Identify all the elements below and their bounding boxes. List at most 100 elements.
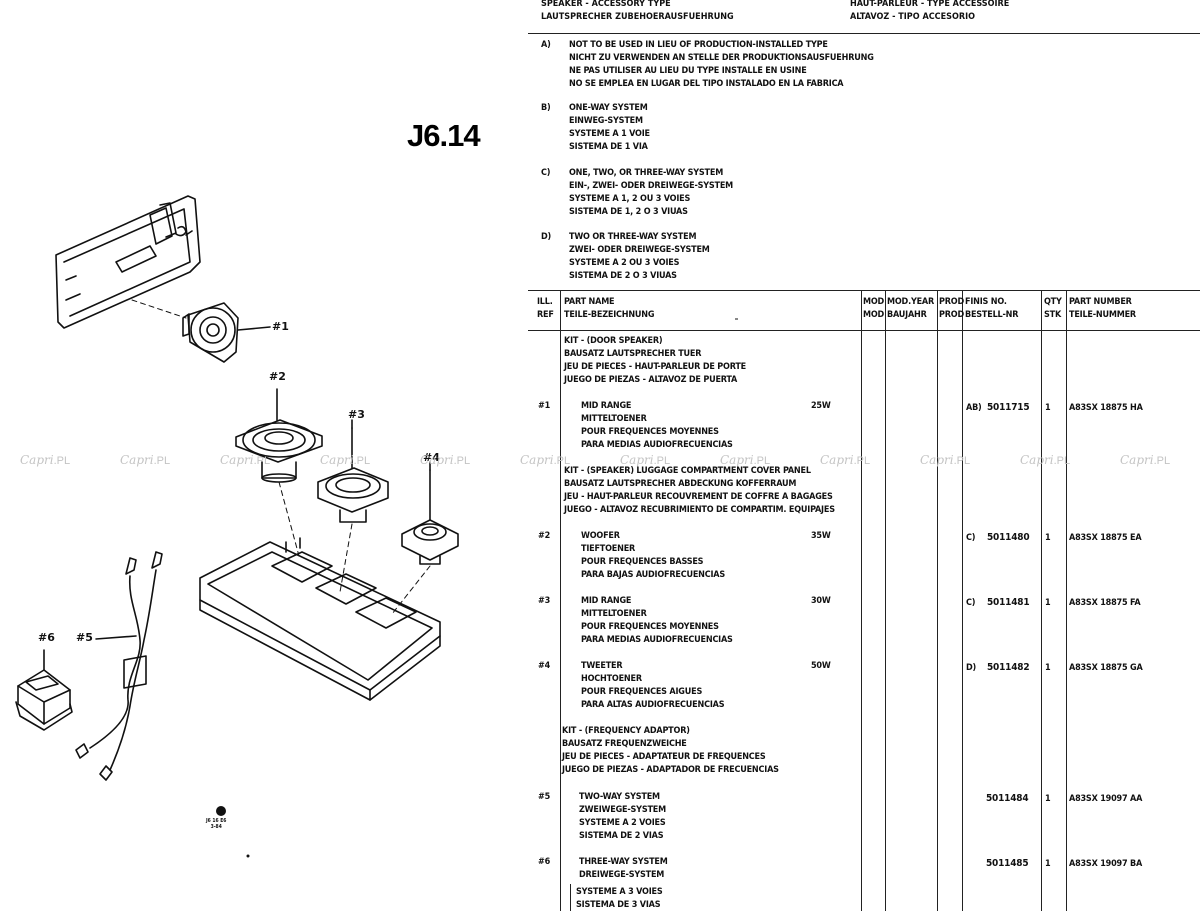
col-divider bbox=[560, 290, 561, 911]
header-prod: PROD PROD bbox=[939, 297, 964, 320]
callout-2: #2 bbox=[269, 370, 286, 383]
part-4-qty: 1 bbox=[1045, 663, 1051, 673]
col-divider bbox=[962, 290, 963, 911]
watermark: Capri.PL bbox=[620, 453, 671, 467]
part-3-part-number: A83SX 18875 FA bbox=[1069, 598, 1141, 608]
part-3-qty: 1 bbox=[1045, 598, 1051, 608]
part-6-names: THREE-WAY SYSTEM DREIWEGE-SYSTEM bbox=[579, 857, 668, 880]
continuation-mark bbox=[570, 884, 571, 911]
part-3-names: MID RANGE MITTELTOENER POUR FREQUENCES M… bbox=[581, 596, 733, 645]
watermark: Capri.PL bbox=[1120, 453, 1171, 467]
part-6-finis: 5011485 bbox=[986, 858, 1029, 869]
part-2-names: WOOFER TIEFTOENER POUR FREQUENCES BASSES… bbox=[581, 531, 726, 580]
watermark: Capri.PL bbox=[720, 453, 771, 467]
part-1-names: MID RANGE MITTELTOENER POUR FREQUENCES M… bbox=[581, 401, 733, 450]
col-divider bbox=[885, 290, 886, 911]
header-mod: MOD MOD bbox=[863, 297, 885, 320]
col-divider bbox=[861, 290, 862, 911]
part-1-watts: 25W bbox=[811, 401, 831, 411]
note-a-text: NOT TO BE USED IN LIEU OF PRODUCTION-INS… bbox=[569, 40, 874, 89]
watermark: Capri.PL bbox=[920, 453, 971, 467]
part-4-note: D) bbox=[966, 663, 977, 673]
callout-6: #6 bbox=[38, 631, 55, 644]
part-1-part-number: A83SX 18875 HA bbox=[1069, 403, 1143, 413]
watermark: Capri.PL bbox=[320, 453, 371, 467]
part-2-note: C) bbox=[966, 533, 976, 543]
note-c-code: C) bbox=[541, 168, 551, 178]
note-b-code: B) bbox=[541, 103, 551, 113]
part-2-finis: 5011480 bbox=[987, 532, 1030, 543]
part-3-watts: 30W bbox=[811, 596, 831, 606]
luggage-cover-panel-illustration bbox=[199, 537, 441, 701]
callout-5: #5 bbox=[76, 631, 93, 644]
wiring-harness-illustration bbox=[75, 551, 163, 781]
part-6-ref: #6 bbox=[538, 857, 551, 867]
speaker-4-illustration bbox=[401, 469, 459, 565]
kit-frequency-adaptor: KIT - (FREQUENCY ADAPTOR) BAUSATZ FREQUE… bbox=[562, 726, 779, 775]
part-4-watts: 50W bbox=[811, 661, 831, 671]
part-4-finis: 5011482 bbox=[987, 662, 1030, 673]
page-number: J6.14 bbox=[407, 118, 481, 153]
part-6-names-continued: SYSTEME A 3 VOIES SISTEMA DE 3 VIAS bbox=[576, 887, 663, 910]
part-2-watts: 35W bbox=[811, 531, 831, 541]
part-1-qty: 1 bbox=[1045, 403, 1051, 413]
door-panel-illustration bbox=[55, 195, 201, 329]
watermark: Capri.PL bbox=[20, 453, 71, 467]
table-header-rule bbox=[528, 330, 1200, 331]
watermark: Capri.PL bbox=[820, 453, 871, 467]
header-rule bbox=[528, 33, 1200, 34]
part-4-part-number: A83SX 18875 GA bbox=[1069, 663, 1143, 673]
note-d-text: TWO OR THREE-WAY SYSTEM ZWEI- ODER DREIW… bbox=[569, 232, 710, 281]
note-a-code: A) bbox=[541, 40, 551, 50]
speaker-2-illustration bbox=[235, 388, 323, 483]
part-1-ref: #1 bbox=[538, 401, 551, 411]
col-divider bbox=[1041, 290, 1042, 911]
header-mod-year: MOD.YEAR BAUJAHR bbox=[887, 297, 935, 320]
section-title-en-de: SPEAKER - ACCESSORY TYPE LAUTSPRECHER ZU… bbox=[541, 0, 734, 22]
watermark: Capri.PL bbox=[220, 453, 271, 467]
callout-3: #3 bbox=[348, 408, 365, 421]
kit-luggage-speaker: KIT - (SPEAKER) LUGGAGE COMPARTMENT COVE… bbox=[564, 466, 835, 515]
part-5-qty: 1 bbox=[1045, 794, 1051, 804]
speaker-1-illustration bbox=[131, 299, 271, 363]
watermark: Capri.PL bbox=[120, 453, 171, 467]
header-part-number: PART NUMBER TEILE-NUMMER bbox=[1069, 297, 1136, 320]
part-3-note: C) bbox=[966, 598, 976, 608]
diagram-code: J6 16 E6 3-84 bbox=[206, 818, 227, 830]
kit-door-speaker: KIT - (DOOR SPEAKER) BAUSATZ LAUTSPRECHE… bbox=[564, 336, 746, 385]
header-part-name: PART NAME TEILE-BEZEICHNUNG bbox=[564, 297, 655, 320]
table-top-rule bbox=[528, 290, 1200, 291]
section-title-fr-es: HAUT-PARLEUR - TYPE ACCESSOIRE ALTAVOZ -… bbox=[850, 0, 1010, 22]
part-5-names: TWO-WAY SYSTEM ZWEIWEGE-SYSTEM SYSTEME A… bbox=[579, 792, 666, 841]
note-b-text: ONE-WAY SYSTEM EINWEG-SYSTEM SYSTEME A 1… bbox=[569, 103, 650, 152]
part-2-ref: #2 bbox=[538, 531, 551, 541]
col-divider bbox=[937, 290, 938, 911]
callout-1: #1 bbox=[272, 320, 289, 333]
part-6-qty: 1 bbox=[1045, 859, 1051, 869]
callout-4: #4 bbox=[423, 451, 440, 464]
col-divider bbox=[1066, 290, 1067, 911]
watermark: Capri.PL bbox=[1020, 453, 1071, 467]
part-6-part-number: A83SX 19097 BA bbox=[1069, 859, 1143, 869]
header-ill-ref: ILL. REF bbox=[537, 297, 554, 320]
part-5-finis: 5011484 bbox=[986, 793, 1029, 804]
part-5-part-number: A83SX 19097 AA bbox=[1069, 794, 1143, 804]
watermark: Capri.PL bbox=[520, 453, 571, 467]
part-4-names: TWEETER HOCHTOENER POUR FREQUENCES AIGUE… bbox=[581, 661, 725, 710]
watermark: Capri.PL bbox=[420, 453, 471, 467]
part-1-finis: 5011715 bbox=[987, 402, 1030, 413]
part-2-qty: 1 bbox=[1045, 533, 1051, 543]
part-1-note: AB) bbox=[966, 403, 982, 413]
part-4-ref: #4 bbox=[538, 661, 551, 671]
header-finis-no: FINIS NO. BESTELL-NR bbox=[965, 297, 1019, 320]
note-c-text: ONE, TWO, OR THREE-WAY SYSTEM EIN-, ZWEI… bbox=[569, 168, 734, 217]
note-d-code: D) bbox=[541, 232, 552, 242]
part-5-ref: #5 bbox=[538, 792, 551, 802]
header-qty: QTY STK bbox=[1044, 297, 1062, 320]
frequency-adaptor-box-illustration bbox=[15, 649, 73, 731]
speaker-3-illustration bbox=[317, 427, 389, 523]
part-3-ref: #3 bbox=[538, 596, 551, 606]
part-2-part-number: A83SX 18875 EA bbox=[1069, 533, 1142, 543]
part-3-finis: 5011481 bbox=[987, 597, 1030, 608]
